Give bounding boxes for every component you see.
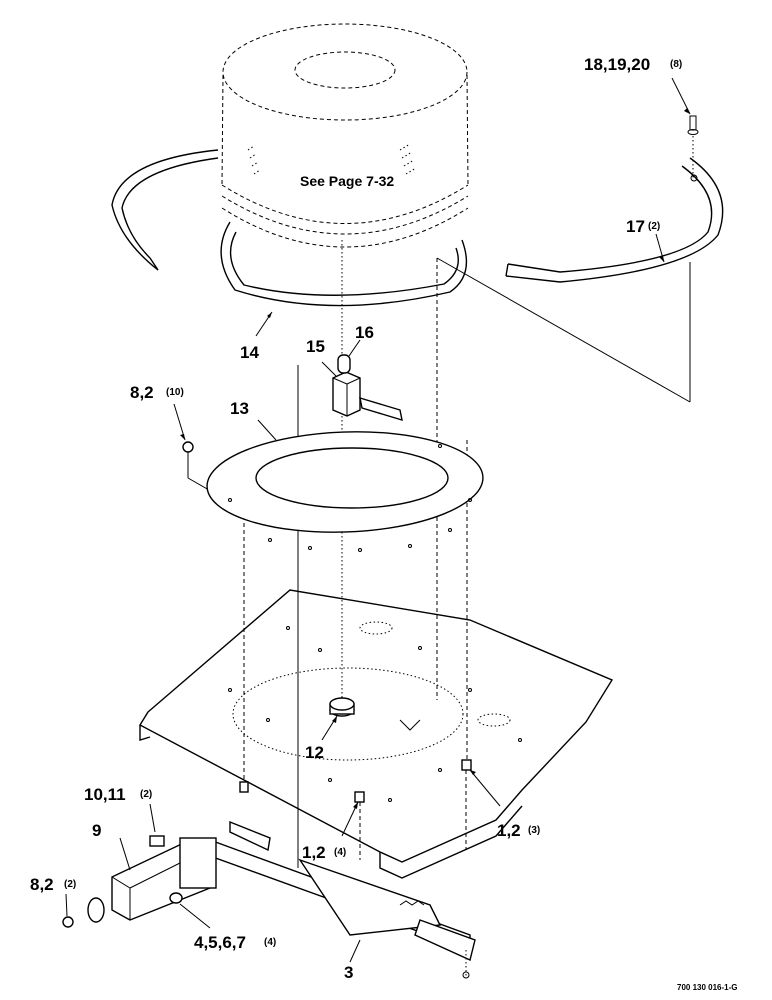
clamp-block-15 xyxy=(332,354,403,422)
callout-12: 12 xyxy=(305,743,324,762)
callout-arrows xyxy=(65,77,691,963)
callout-10-11: 10,11 (2) xyxy=(84,785,152,804)
bolt-8-2-top xyxy=(182,441,194,462)
callout-3: 3 xyxy=(344,963,353,982)
callout-14: 14 xyxy=(240,343,259,362)
callout-qty: (4) xyxy=(264,937,276,948)
callout-label: 18,19,20 xyxy=(584,55,650,74)
bolt-1-2-mid xyxy=(354,791,365,860)
plate-13 xyxy=(206,431,484,552)
callout-label: 8,2 xyxy=(130,383,154,402)
callout-qty: (10) xyxy=(166,387,184,398)
bolt-8-2-bottom xyxy=(62,916,74,928)
callout-8-2-top: 8,2 (10) xyxy=(130,383,184,402)
callout-9: 9 xyxy=(92,821,101,840)
callout-1-2-mid: 1,2 (4) xyxy=(302,843,346,862)
callout-label: 15 xyxy=(306,337,325,356)
callout-1-2-right: 1,2 (3) xyxy=(497,821,540,840)
band-ring-left xyxy=(111,149,219,271)
callout-13: 13 xyxy=(230,399,249,418)
callout-17: 17 (2) xyxy=(626,217,660,236)
callout-qty: (2) xyxy=(140,789,152,800)
callout-16: 16 xyxy=(355,323,374,342)
callout-label: 13 xyxy=(230,399,249,418)
band-17 xyxy=(505,157,724,283)
callout-15: 15 xyxy=(306,337,325,356)
bolt-4-5-6-7 xyxy=(169,892,183,904)
callout-18-19-20: 18,19,20 (8) xyxy=(584,55,682,74)
bracket-9 xyxy=(87,837,217,923)
bolt-1-2-right xyxy=(461,759,472,850)
callout-qty: (2) xyxy=(648,221,660,232)
callout-label: 4,5,6,7 xyxy=(194,933,246,952)
bolt-left-deck xyxy=(239,781,249,793)
callout-label: 1,2 xyxy=(302,843,326,862)
bolt-10-11 xyxy=(149,835,165,847)
deck-plate xyxy=(139,589,614,879)
cylinder-housing xyxy=(221,23,469,248)
nut-12 xyxy=(329,697,355,717)
drawing-number: 700 130 016-1-G xyxy=(677,983,738,992)
callout-qty: (4) xyxy=(334,847,346,858)
callout-label: 9 xyxy=(92,821,101,840)
reference-note: See Page 7-32 xyxy=(300,173,394,189)
callout-label: 17 xyxy=(626,217,645,236)
callout-8-2-bottom: 8,2 (2) xyxy=(30,875,76,894)
callout-qty: (2) xyxy=(64,879,76,890)
callout-label: 14 xyxy=(240,343,259,362)
callout-qty: (3) xyxy=(528,825,540,836)
bolt-18-19-20 xyxy=(687,115,699,178)
callout-label: 10,11 xyxy=(84,785,126,804)
callout-label: 12 xyxy=(305,743,324,762)
callout-4-5-6-7: 4,5,6,7 (4) xyxy=(194,933,276,952)
leader-lines xyxy=(187,240,691,868)
callout-label: 16 xyxy=(355,323,374,342)
callout-label: 1,2 xyxy=(497,821,521,840)
callout-label: 8,2 xyxy=(30,875,54,894)
ring-14 xyxy=(220,221,468,307)
pin-16 xyxy=(337,354,351,374)
callout-label: 3 xyxy=(344,963,353,982)
callout-qty: (8) xyxy=(670,59,682,70)
channel-3 xyxy=(209,820,476,979)
